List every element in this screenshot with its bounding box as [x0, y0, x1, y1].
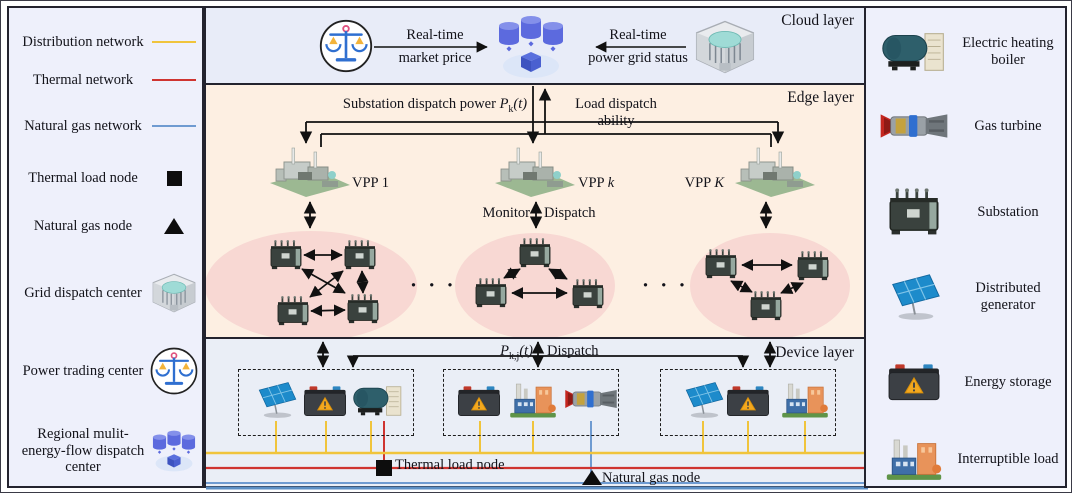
- transformer-icon: [473, 278, 509, 313]
- legend-row-thermal: Thermal network: [17, 72, 199, 89]
- distribution-line-sample: [149, 41, 199, 44]
- vpp1-label: VPP 1: [352, 175, 389, 191]
- factory-icon: [780, 381, 830, 424]
- solar-panel-icon: [252, 381, 300, 424]
- edge-layer-title: Edge layer: [787, 89, 854, 106]
- legend-label: Grid dispatch center: [24, 284, 142, 301]
- legend-label: Interruptible load: [957, 450, 1059, 467]
- grid-status-label-top: Real-time: [609, 27, 667, 43]
- battery-icon: [302, 383, 348, 424]
- device-group-box-2: [443, 369, 619, 436]
- legend-label: Natural gas node: [33, 218, 133, 234]
- regional-dispatch-cloud-icon: [493, 13, 569, 86]
- battery-icon: [456, 383, 502, 424]
- legend-row-distribution: Distribution network: [17, 34, 199, 51]
- gas-turbine-icon: [564, 385, 618, 418]
- transformer-icon: [342, 240, 378, 275]
- legend-row-boiler: Electric heating boiler: [872, 22, 1064, 82]
- legend-row-interruptible-load: Interruptible load: [872, 432, 1064, 486]
- factory-icon: [508, 381, 558, 424]
- thermal-load-node-label: Thermal load node: [395, 457, 505, 473]
- legend-row-gas-node: Natural gas node: [17, 218, 199, 235]
- ellipsis-dots: · · ·: [410, 273, 457, 297]
- vppk-plant-icon: [487, 145, 579, 202]
- legend-label: Thermal load node: [28, 170, 138, 186]
- left-legend-panel: Distribution network Thermal network Nat…: [7, 6, 204, 488]
- transformer-icon: [517, 238, 553, 273]
- legend-row-substation: Substation: [872, 184, 1064, 240]
- legend-row-turbine: Gas turbine: [872, 100, 1064, 152]
- boiler-icon: [352, 381, 404, 426]
- transformer-icon: [570, 279, 606, 314]
- vppK-label: VPP K: [684, 175, 724, 191]
- ellipsis-dots: · · ·: [642, 273, 689, 297]
- thermal-line-sample: [149, 79, 199, 82]
- right-legend-panel: Electric heating boiler Gas turbine Subs…: [864, 6, 1067, 488]
- transformer-icon: [748, 291, 784, 326]
- cloud-connections-svg: [374, 41, 686, 53]
- factory-icon: [872, 436, 956, 482]
- vppK-plant-icon: [727, 145, 819, 202]
- legend-label: Thermal network: [32, 72, 134, 88]
- legend-label: Distribution network: [22, 34, 144, 50]
- legend-row-regional-dispatch: Regional mulit-energy-flow dispatch cent…: [17, 418, 199, 484]
- legend-row-distributed-generator: Distributed generator: [872, 268, 1064, 326]
- legend-row-power-trading: Power trading center: [17, 342, 199, 400]
- natural-gas-node-marker: [149, 218, 199, 235]
- solar-panel-icon: [679, 381, 727, 424]
- substation-icon: [872, 188, 956, 236]
- battery-icon: [725, 383, 771, 424]
- monitor-label: Monitor: [482, 205, 530, 221]
- dispatch-label: Dispatch: [544, 205, 596, 221]
- device-layer-title: Device layer: [775, 344, 854, 361]
- legend-row-grid-dispatch: Grid dispatch center: [17, 264, 199, 322]
- battery-icon: [872, 360, 956, 404]
- trading-scale-icon: [149, 346, 199, 396]
- thermal-load-node-marker: [376, 460, 392, 476]
- legend-label: Regional mulit-energy-flow dispatch cent…: [21, 425, 145, 476]
- cloud-layer-title: Cloud layer: [781, 12, 854, 29]
- cloud-layer: Cloud layer Real-time market price Real-…: [204, 6, 866, 85]
- gas-line-sample: [149, 125, 199, 128]
- transformer-icon: [795, 251, 831, 286]
- legend-label: Electric heating boiler: [962, 35, 1054, 68]
- legend-label: Natural gas network: [24, 118, 142, 134]
- legend-label: Substation: [977, 203, 1039, 220]
- substation-dispatch-power-label: Substation dispatch power Pk(t): [342, 96, 528, 115]
- transformer-icon: [268, 240, 304, 275]
- gas-turbine-icon: [872, 108, 956, 144]
- device-layer: Device layer Pk,j(t) Dispatch Thermal lo…: [204, 337, 868, 490]
- transformer-icon: [703, 249, 739, 284]
- device-group-box-3: [660, 369, 836, 436]
- trading-scale-icon: [318, 18, 374, 79]
- transformer-icon: [275, 296, 311, 331]
- dispatch-power-math-label: Pk,j(t): [500, 343, 533, 362]
- grid-status-label-bottom: power grid status: [588, 50, 688, 66]
- vppk-label: VPP k: [578, 175, 615, 191]
- legend-label: Energy storage: [964, 373, 1052, 390]
- legend-row-gas: Natural gas network: [17, 118, 199, 135]
- legend-label: Gas turbine: [974, 117, 1042, 134]
- dispatch-text-label: Dispatch: [547, 343, 599, 359]
- load-dispatch-ability-label: Load dispatch ability: [575, 96, 657, 129]
- natural-gas-node-label: Natural gas node: [602, 470, 701, 486]
- grid-dispatch-building-icon: [149, 268, 199, 318]
- legend-row-energy-storage: Energy storage: [872, 356, 1064, 408]
- vpp1-plant-icon: [262, 145, 354, 202]
- regional-dispatch-cloud-icon: [149, 426, 199, 476]
- device-group-box-1: [238, 369, 414, 436]
- boiler-icon: [872, 26, 956, 78]
- edge-layer: Edge layer Substation dispatch power Pk(…: [204, 83, 866, 341]
- thermal-load-node-marker: [149, 170, 199, 186]
- market-price-label-bottom: market price: [398, 50, 472, 66]
- transformer-icon: [345, 294, 381, 329]
- market-price-label-top: Real-time: [406, 27, 464, 43]
- legend-label: Power trading center: [22, 362, 144, 379]
- legend-row-thermal-node: Thermal load node: [17, 170, 199, 187]
- natural-gas-node-marker: [582, 470, 602, 485]
- legend-label: Distributed generator: [975, 280, 1041, 313]
- grid-dispatch-building-icon: [691, 16, 759, 83]
- solar-panel-icon: [872, 272, 956, 322]
